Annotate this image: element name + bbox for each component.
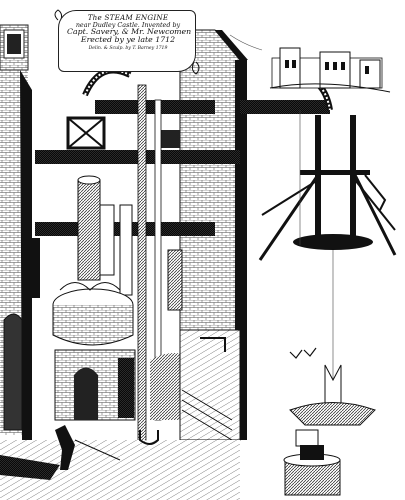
dudley-castle: [229, 34, 391, 93]
title-cartouche: The STEAM ENGINE near Dudley Castle. Inv…: [58, 10, 196, 72]
right-scaffold-mine-shaft: [258, 110, 397, 380]
boiler: [52, 175, 134, 346]
water-fountain-pump: [283, 364, 376, 496]
cartouche-line-5: Delin. & Sculp. by T. Barney 1719: [88, 45, 168, 51]
lower-interior: [54, 249, 241, 441]
birds: [289, 347, 317, 359]
cartouche-line-3: Capt. Savery, & Mr. Newcomen: [67, 27, 192, 37]
cartouche-line-1: The STEAM ENGINE: [87, 13, 169, 22]
cartouche-line-2: near Dudley Castle. Invented by: [75, 20, 181, 29]
left-brick-tower: [0, 24, 32, 440]
cartouche-line-4: Erected by ye late 1712: [80, 35, 176, 45]
ground-floor: [0, 425, 240, 500]
